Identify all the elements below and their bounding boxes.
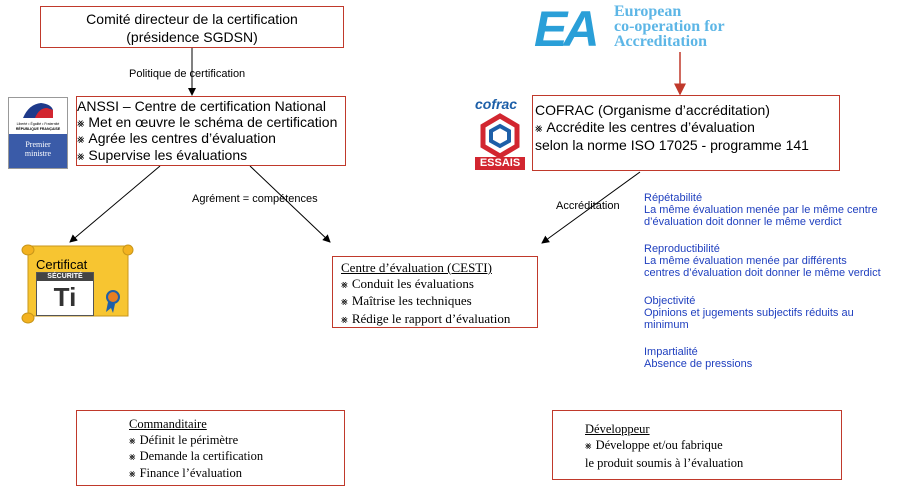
cesti-item-2: Maîtrise les techniques xyxy=(341,293,537,311)
ea-letters: EA xyxy=(534,1,599,57)
cofrac-title: COFRAC (Organisme d’accréditation) xyxy=(535,102,770,118)
criterion-text: minimum xyxy=(644,319,689,331)
cesti-title: Centre d’évaluation (CESTI) xyxy=(341,260,492,275)
republique-francaise-logo: Liberté • Égalité • Fraternité RÉPUBLIQU… xyxy=(8,97,68,169)
cofrac-box: COFRAC (Organisme d’accréditation) Accré… xyxy=(532,95,840,171)
commanditaire-box: Commanditaire Définit le périmètre Deman… xyxy=(76,410,345,486)
rf-ministre: ministre xyxy=(24,149,52,158)
commanditaire-title: Commanditaire xyxy=(129,417,207,431)
ea-line-3: Accreditation xyxy=(614,33,708,50)
criterion-text: Opinions et jugements subjectifs réduits… xyxy=(644,307,854,319)
criterion-title: Répétabilité xyxy=(644,192,703,204)
certificat-scroll: Certificat SÉCURITÉ Ti xyxy=(18,242,134,324)
arrow-anssi-to-certificat xyxy=(69,165,161,243)
cofrac-logo: cofrac ESSAIS xyxy=(475,96,525,170)
developpeur-item-2: le produit soumis à l’évaluation xyxy=(585,456,744,470)
cofrac-logo-text: cofrac xyxy=(475,96,518,112)
label-accreditation: Accréditation xyxy=(556,200,620,212)
anssi-box: ANSSI – Centre de certification National… xyxy=(76,96,346,166)
comite-subtitle: (présidence SGDSN) xyxy=(126,29,258,45)
cofrac-logo-essais: ESSAIS xyxy=(475,157,525,170)
marianne-icon xyxy=(21,102,55,118)
commanditaire-item-3: Finance l’évaluation xyxy=(129,466,344,483)
criterion-text: La même évaluation menée par différents xyxy=(644,255,847,267)
ea-logo: EA European co-operation for Accreditati… xyxy=(530,1,840,57)
badge-ti: Ti xyxy=(53,282,77,312)
arrow-cofrac-to-cesti xyxy=(541,171,641,244)
comite-directeur-box: Comité directeur de la certification (pr… xyxy=(40,6,344,48)
developpeur-title: Développeur xyxy=(585,422,650,436)
cofrac-item-2: selon la norme ISO 17025 - programme 141 xyxy=(535,137,809,153)
criterion-text: d’évaluation doit donner le même verdict xyxy=(644,216,842,228)
commanditaire-item-2: Demande la certification xyxy=(129,449,344,466)
anssi-item-3: Supervise les évaluations xyxy=(77,147,345,165)
anssi-item-2: Agrée les centres d’évaluation xyxy=(77,130,345,148)
cofrac-item-1: Accrédite les centres d’évaluation xyxy=(535,119,839,137)
criterion-repetabilite: Répétabilité La même évaluation menée pa… xyxy=(644,192,878,228)
badge-securite: SÉCURITÉ xyxy=(37,273,93,281)
criterion-title: Objectivité xyxy=(644,295,696,307)
criterion-impartialite: Impartialité Absence de pressions xyxy=(644,346,752,370)
cesti-item-3: Rédige le rapport d’évaluation xyxy=(341,311,537,329)
label-agrement: Agrément = compétences xyxy=(192,193,318,205)
criterion-text: Absence de pressions xyxy=(644,358,753,370)
cesti-box: Centre d’évaluation (CESTI) Conduit les … xyxy=(332,256,538,328)
arrow-anssi-to-cesti xyxy=(249,165,331,243)
cesti-item-1: Conduit les évaluations xyxy=(341,276,537,294)
criterion-title: Reproductibilité xyxy=(644,243,720,255)
label-politique: Politique de certification xyxy=(129,68,246,80)
criterion-text: La même évaluation menée par le même cen… xyxy=(644,204,878,216)
rf-motto: Liberté • Égalité • Fraternité xyxy=(16,122,60,126)
criterion-title: Impartialité xyxy=(644,346,698,358)
anssi-item-1: Met en œuvre le schéma de certification xyxy=(77,114,345,132)
criterion-reproductibilite: Reproductibilité La même évaluation mené… xyxy=(644,243,881,279)
commanditaire-item-1: Définit le périmètre xyxy=(129,433,344,450)
hexagon-icon xyxy=(480,113,520,158)
criterion-text: centres d’évaluation doit donner le même… xyxy=(644,267,881,279)
anssi-title: ANSSI – Centre de certification National xyxy=(77,98,327,114)
rf-premier: Premier xyxy=(25,140,51,149)
ea-line-2: co-operation for xyxy=(614,18,725,35)
ea-line-1: European xyxy=(614,3,682,20)
securite-ti-badge: SÉCURITÉ Ti xyxy=(36,272,94,316)
certificat-label: Certificat xyxy=(36,257,88,272)
developpeur-item-1: Développe et/ou fabrique xyxy=(585,437,841,455)
criterion-objectivite: Objectivité Opinions et jugements subjec… xyxy=(644,295,854,331)
rf-name: RÉPUBLIQUE FRANÇAISE xyxy=(15,127,61,131)
developpeur-box: Développeur Développe et/ou fabrique le … xyxy=(552,410,842,480)
comite-title: Comité directeur de la certification xyxy=(86,11,298,27)
